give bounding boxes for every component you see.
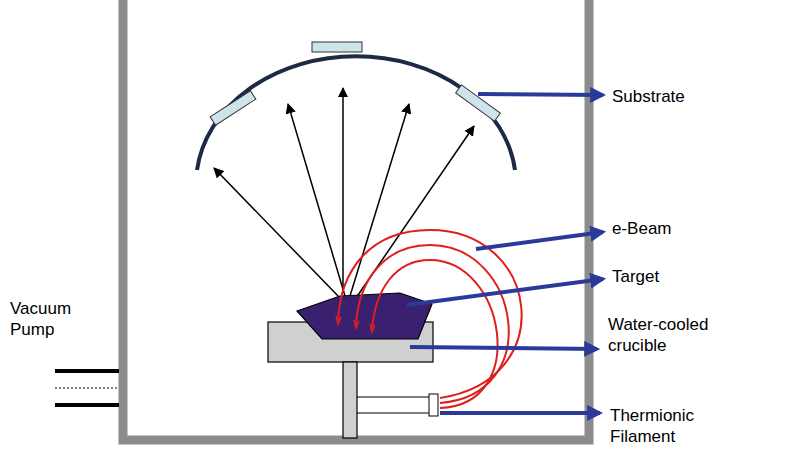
substrate-plate [210,91,256,126]
electron-beam [336,230,522,408]
target-material [297,293,432,339]
part-label: e-Beam [612,218,752,239]
substrate-dome [197,56,515,170]
pump-label: Vacuum Pump [10,298,82,340]
leader-arrows [407,94,603,413]
vacuum-chamber [123,0,589,440]
part-label: Water-cooled crucible [608,314,726,356]
part-label: Substrate [612,86,752,107]
crucible-stem [343,362,357,438]
pump-port [55,371,119,405]
part-label: Thermionic Filament [610,405,710,447]
thermionic-filament [429,394,438,416]
filament-leads [357,394,438,416]
vapor-flux-arrows [214,88,474,298]
substrate-plate [456,85,501,121]
part-label: Target [612,266,752,287]
substrate-plate [312,42,362,52]
